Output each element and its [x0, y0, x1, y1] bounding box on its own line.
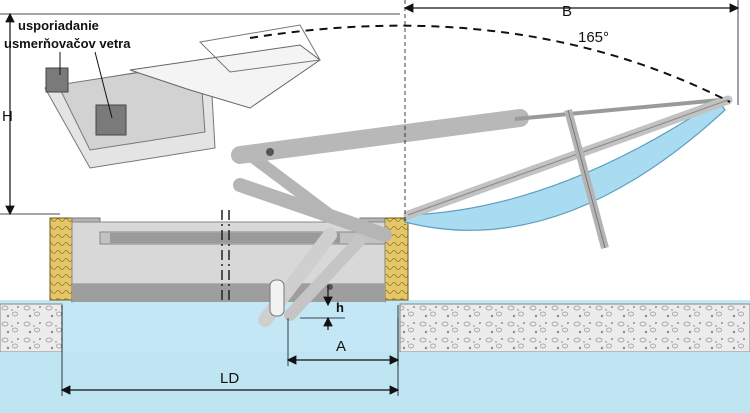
callout-line-1: usporiadanie — [18, 18, 99, 33]
label-width-open: B — [562, 3, 572, 20]
label-height: H — [2, 108, 13, 125]
label-opening-angle: 165° — [578, 29, 609, 46]
angle-arc — [249, 24, 731, 103]
dim-clear-opening — [60, 305, 400, 396]
callout-leaders — [59, 51, 113, 119]
inset-skylight-isometric — [44, 24, 321, 169]
callout-line-2: usmerňovačov vetra — [4, 36, 131, 51]
dim-clearance — [300, 285, 345, 330]
roof-slab — [0, 300, 750, 413]
label-clear-opening: LD — [220, 370, 239, 387]
label-clearance: h — [336, 300, 344, 315]
mechanism-arms — [110, 149, 392, 327]
dim-width-open — [403, 0, 740, 225]
open-lid — [403, 95, 733, 250]
centerlines — [221, 210, 230, 300]
gas-spring — [231, 98, 721, 164]
dim-height — [0, 12, 400, 216]
label-offset: A — [336, 338, 346, 355]
